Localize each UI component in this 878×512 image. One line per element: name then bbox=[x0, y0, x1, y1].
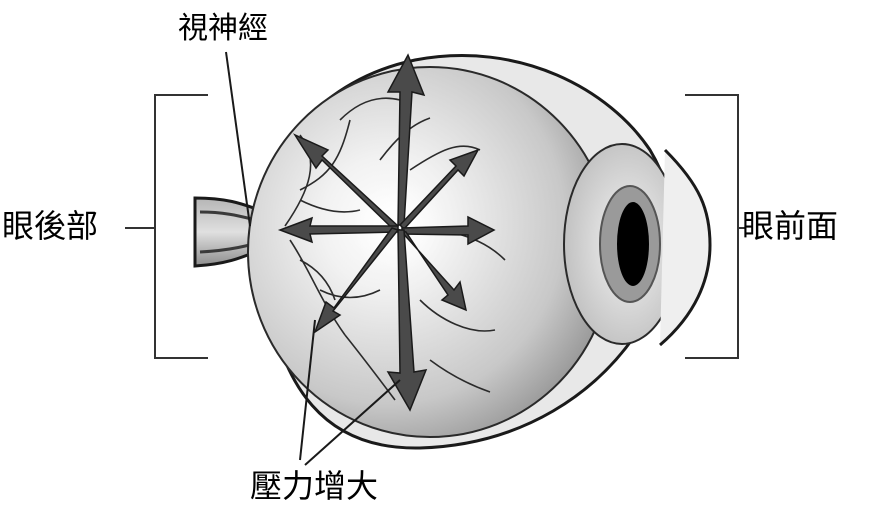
pupil bbox=[617, 202, 649, 286]
optic-nerve-label: 視神經 bbox=[178, 14, 268, 44]
posterior-label: 眼後部 bbox=[2, 210, 98, 242]
anterior-label: 眼前面 bbox=[742, 210, 838, 242]
pressure-label: 壓力增大 bbox=[250, 470, 378, 502]
anterior-segment bbox=[564, 144, 710, 345]
